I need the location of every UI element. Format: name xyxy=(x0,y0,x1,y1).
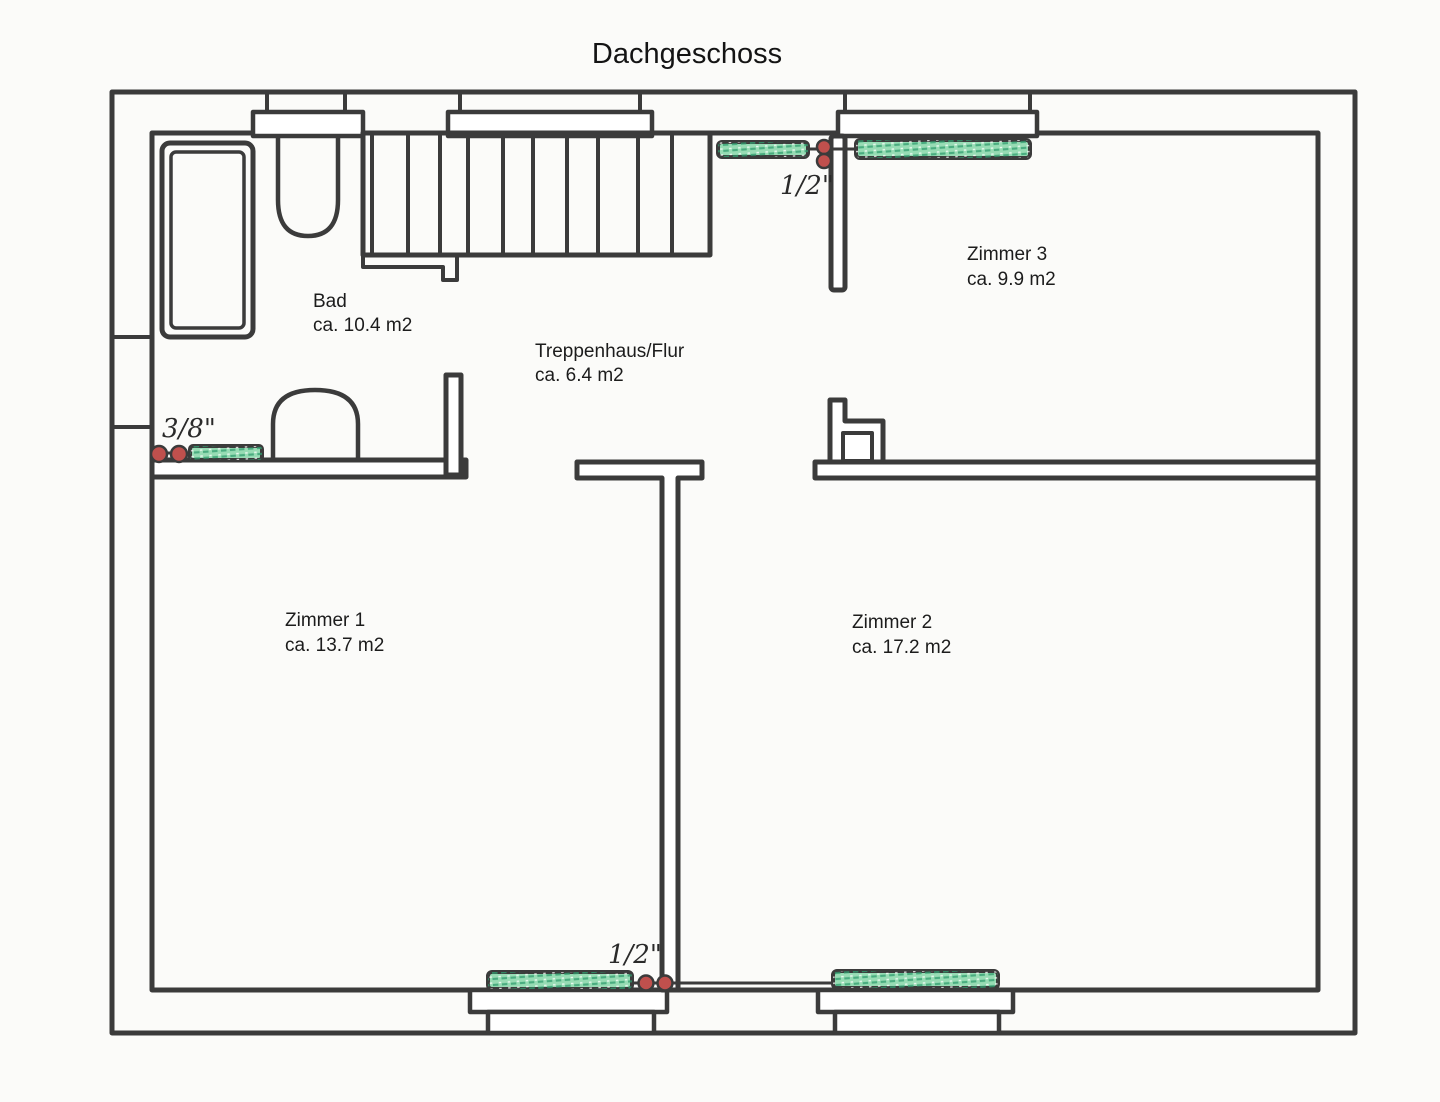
room-label-bad: Bad xyxy=(313,291,347,312)
window-top-1-sill xyxy=(250,109,366,139)
windows-group xyxy=(250,109,1040,1036)
radiator-zimmer2-hatch xyxy=(833,971,998,988)
valves-group xyxy=(149,138,833,992)
stairs-outline xyxy=(360,130,713,258)
radiator-zimmer1-hatch xyxy=(488,972,632,989)
window-bottom-2-step-inner xyxy=(832,1009,1002,1036)
bath-bottom-wall xyxy=(149,457,469,480)
room-label-zimmer1: Zimmer 1 xyxy=(285,610,365,631)
window-bottom-1-step-outer xyxy=(467,987,670,1015)
radiators-group xyxy=(188,138,1032,991)
pipe-label-top: 1/2" xyxy=(780,171,834,201)
pipe-label-bottom: 1/2" xyxy=(608,940,662,970)
sink xyxy=(270,387,361,460)
stair-rail xyxy=(361,255,459,282)
window-bottom-2-step-outer xyxy=(815,987,1016,1015)
labels-group: Dachgeschoss Bad ca. 10.4 m2 Treppenhaus… xyxy=(162,38,1056,970)
fixtures-group xyxy=(159,136,361,460)
bath-door-jamb-wall xyxy=(443,372,464,478)
room-area-bad: ca. 10.4 m2 xyxy=(313,315,412,336)
radiator-landing-hatch xyxy=(718,142,808,157)
inner-wall xyxy=(149,130,1321,993)
room-label-zimmer3: Zimmer 3 xyxy=(967,244,1047,265)
valve-bottom-2 xyxy=(656,974,674,992)
interior-walls-group xyxy=(149,133,1321,993)
stairs-group xyxy=(360,130,713,282)
room-label-zimmer2: Zimmer 2 xyxy=(852,612,932,633)
valve-top-upper xyxy=(815,138,833,156)
window-bottom-1-step-inner xyxy=(485,1009,657,1036)
valve-top-lower xyxy=(815,152,833,170)
landing-wall xyxy=(828,133,848,293)
room-area-zimmer2: ca. 17.2 m2 xyxy=(852,637,951,658)
zimmer1-zimmer2-divider-wall xyxy=(574,459,705,993)
stair-treads xyxy=(370,133,674,255)
toilet xyxy=(275,136,341,239)
bathtub-inner xyxy=(169,150,246,330)
room-label-treppenhaus: Treppenhaus/Flur xyxy=(535,341,685,362)
room-area-zimmer1: ca. 13.7 m2 xyxy=(285,635,384,656)
bathtub-outer xyxy=(159,140,256,340)
radiator-bad-hatch xyxy=(190,446,262,460)
zimmer2-zimmer3-divider-wall xyxy=(812,459,1321,481)
valve-left-2 xyxy=(169,444,189,464)
valve-left-1 xyxy=(149,444,169,464)
pipes-group xyxy=(152,147,858,985)
radiator-zimmer3-hatch xyxy=(856,140,1030,158)
window-top-3-sill xyxy=(835,109,1040,139)
chimney-flue xyxy=(841,431,874,463)
room-area-zimmer3: ca. 9.9 m2 xyxy=(967,269,1056,290)
room-area-treppenhaus: ca. 6.4 m2 xyxy=(535,365,624,386)
page-title: Dachgeschoss xyxy=(592,38,782,70)
outer-wall xyxy=(109,89,1358,1036)
valve-bottom-1 xyxy=(637,974,655,992)
pipe-label-left: 3/8" xyxy=(162,414,216,444)
